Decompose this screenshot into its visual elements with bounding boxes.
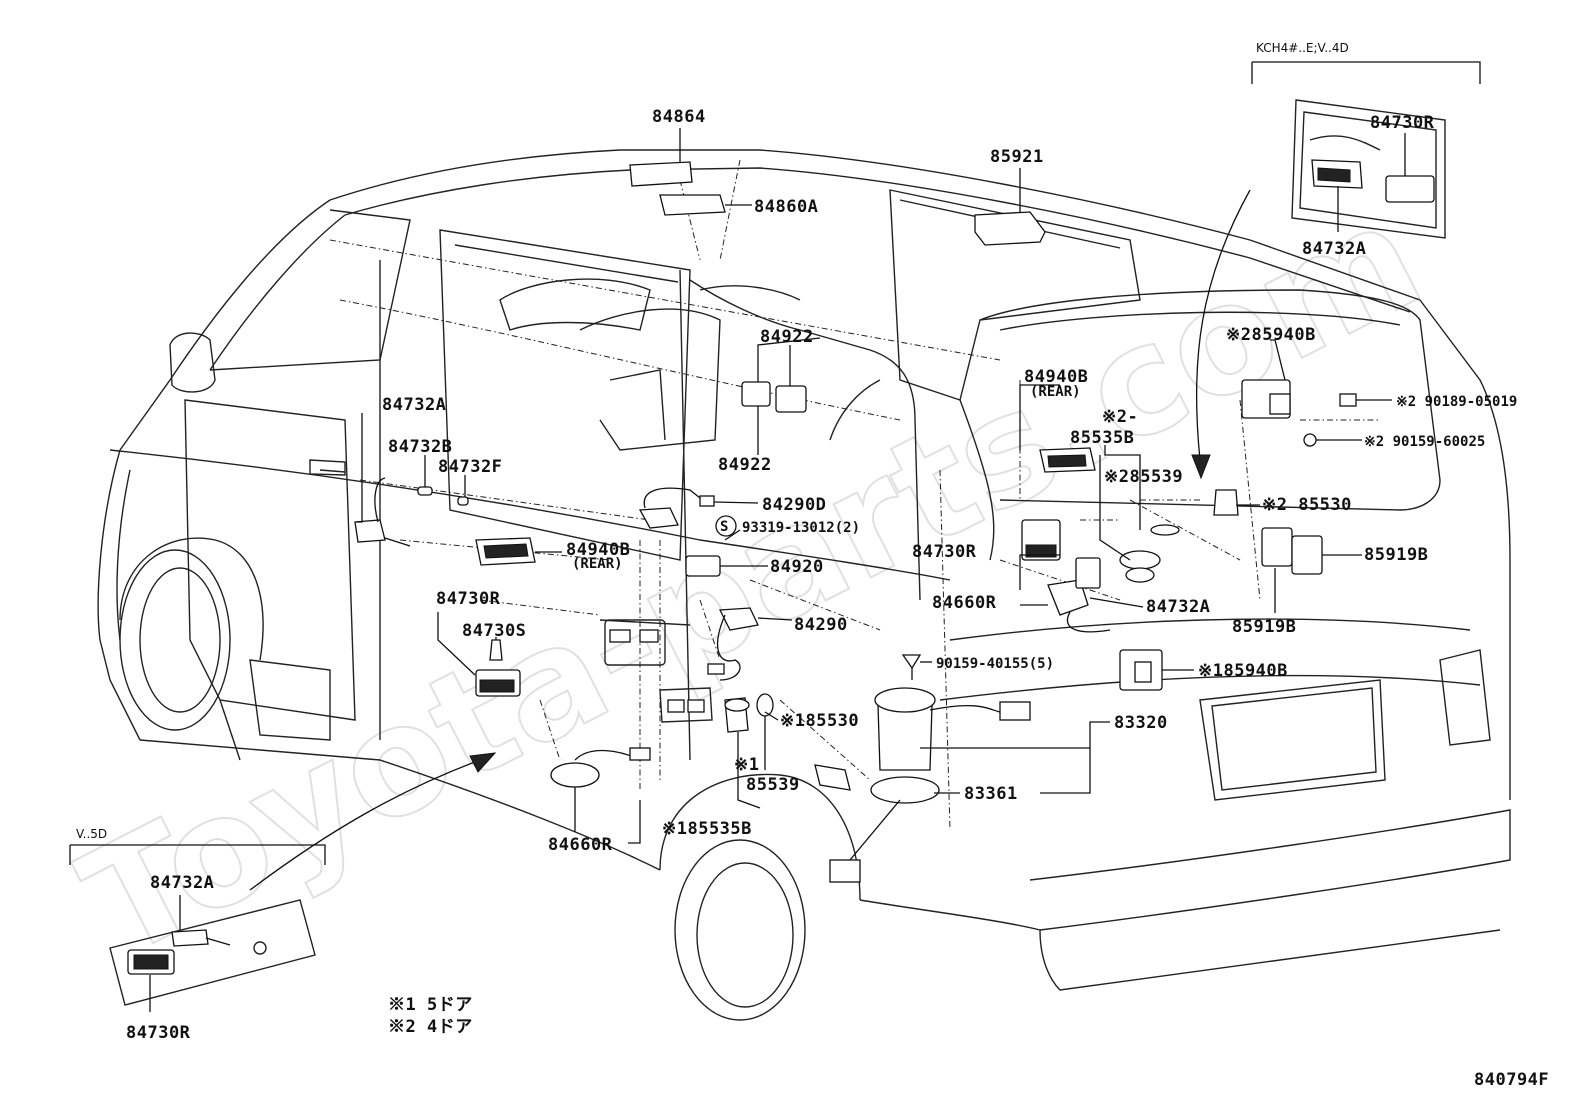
s-symbol-text: S bbox=[720, 519, 728, 535]
label-85919B-right: 85919B bbox=[1364, 545, 1428, 565]
label-84860A: 84860A bbox=[754, 197, 818, 217]
label-84730S: 84730S bbox=[462, 621, 526, 641]
part-84920-shape bbox=[685, 555, 721, 577]
label-84660R-left: 84660R bbox=[548, 835, 613, 855]
label-84864: 84864 bbox=[652, 107, 706, 127]
part-85919B-shape-a bbox=[1261, 527, 1293, 567]
label-185940B: ※185940B bbox=[1198, 661, 1288, 681]
label-84940B-rear-left: 84940B bbox=[566, 540, 630, 560]
label-84730R-right: 84730R bbox=[912, 542, 977, 562]
label-84730R-left: 84730R bbox=[436, 589, 501, 609]
part-84290D-shape bbox=[638, 507, 679, 529]
part-84660R-left-shape bbox=[550, 762, 600, 788]
callout-labels: 84864 84860A 85921 84730R 84732A 84922 8… bbox=[126, 107, 1517, 1043]
label-185530: ※185530 bbox=[780, 711, 859, 731]
part-84732A-right-shape bbox=[1075, 557, 1101, 589]
s-symbol-circle bbox=[715, 515, 737, 537]
parts-shapes bbox=[354, 161, 1357, 883]
label-84730R-inset: 84730R bbox=[1370, 113, 1435, 133]
footnote-1: ※1 5ドア bbox=[388, 995, 473, 1015]
label-285530: ※2 85530 bbox=[1262, 495, 1352, 515]
label-83361: 83361 bbox=[964, 784, 1018, 804]
part-90159-60025-shape bbox=[1303, 433, 1317, 447]
label-90159-40155: 90159-40155(5) bbox=[936, 656, 1054, 672]
label-84922-top: 84922 bbox=[760, 327, 814, 347]
label-285539: ※285539 bbox=[1104, 467, 1183, 487]
label-84732F: 84732F bbox=[438, 457, 502, 477]
van-body-outline bbox=[97, 149, 1511, 1021]
label-1-85539-prefix: ※1 bbox=[734, 755, 759, 775]
label-84732A-left: 84732A bbox=[382, 395, 446, 415]
label-84732A-right: 84732A bbox=[1146, 597, 1210, 617]
part-84864-shape bbox=[629, 161, 693, 187]
part-84922-shape-b bbox=[775, 385, 807, 413]
label-84732A-inset: 84732A bbox=[1302, 239, 1366, 259]
label-84922-bottom: 84922 bbox=[718, 455, 772, 475]
inset-bottom-left-label: V..5D bbox=[76, 827, 107, 841]
label-90159-60025: ※2 90159-60025 bbox=[1364, 434, 1485, 450]
part-85530-left-shape bbox=[814, 764, 851, 791]
part-84660R-right-shape bbox=[1047, 579, 1089, 616]
footnote-2: ※2 4ドア bbox=[388, 1017, 473, 1037]
wiring-dashed-lines bbox=[329, 159, 1380, 831]
part-84732F-shape bbox=[457, 496, 469, 506]
label-85919B-bottom: 85919B bbox=[1232, 617, 1296, 637]
part-90159-40155-shape bbox=[901, 654, 922, 670]
label-84732A-inset2: 84732A bbox=[150, 873, 214, 893]
part-84730S-shape bbox=[489, 639, 503, 661]
label-84940B-rear-right: 84940B bbox=[1024, 367, 1088, 387]
part-84290-shape bbox=[718, 607, 759, 631]
label-84660R-right: 84660R bbox=[932, 593, 997, 613]
label-84730R-inset2: 84730R bbox=[126, 1023, 191, 1043]
part-84922-shape-a bbox=[741, 381, 771, 407]
part-90189-shape bbox=[1339, 393, 1357, 407]
label-84290: 84290 bbox=[794, 615, 848, 635]
part-84732B-shape bbox=[417, 486, 433, 496]
part-84860A-shape bbox=[659, 194, 726, 216]
part-85539-right-shape bbox=[1150, 524, 1180, 536]
inset-top-right: KCH4#..E;V..4D bbox=[1251, 41, 1481, 239]
label-84920: 84920 bbox=[770, 557, 824, 577]
part-85535B-right-shape bbox=[1119, 550, 1161, 570]
leader-lines bbox=[356, 128, 1392, 844]
part-85530-top-shape bbox=[1213, 489, 1239, 516]
diagram-code: 840794F bbox=[1474, 1070, 1549, 1090]
label-185535B: ※185535B bbox=[662, 819, 752, 839]
label-rear-right: (REAR) bbox=[1030, 384, 1081, 400]
part-83361-shape bbox=[870, 776, 940, 804]
part-83320-shape bbox=[874, 687, 936, 713]
label-93319-13012: 93319-13012(2) bbox=[742, 520, 860, 536]
label-85539: 85539 bbox=[746, 775, 800, 795]
part-85921-shape bbox=[974, 211, 1046, 246]
inset-bottom-left: V..5D bbox=[69, 827, 326, 1012]
part-84732A-left-shape bbox=[354, 519, 386, 543]
label-90189-05019: ※2 90189-05019 bbox=[1396, 394, 1517, 410]
label-84290D: 84290D bbox=[762, 495, 826, 515]
label-285940B: ※285940B bbox=[1226, 325, 1316, 345]
inset-top-right-label: KCH4#..E;V..4D bbox=[1256, 41, 1349, 55]
part-85919B-shape-b bbox=[1291, 535, 1323, 575]
label-85535B: 85535B bbox=[1070, 428, 1134, 448]
label-84732B: 84732B bbox=[388, 437, 452, 457]
label-83320: 83320 bbox=[1114, 713, 1168, 733]
label-rear-left: (REAR) bbox=[572, 556, 623, 572]
label-2-prefix: ※2- bbox=[1102, 407, 1138, 427]
label-85921: 85921 bbox=[990, 147, 1044, 167]
